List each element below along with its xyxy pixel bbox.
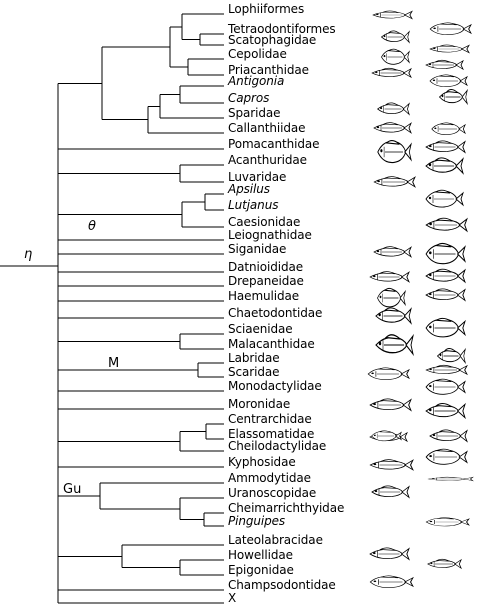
fish-silhouette-icon — [424, 517, 470, 527]
taxon-label: Drepaneidae — [228, 275, 304, 287]
taxon-label: Lutjanus — [228, 199, 278, 211]
fish-silhouette-icon — [424, 266, 466, 286]
taxon-label: Cepolidae — [228, 48, 287, 60]
taxon-label: Cheimarrichthyidae — [228, 502, 344, 514]
fish-silhouette-icon — [428, 22, 472, 36]
taxon-label: Malacanthidae — [228, 338, 315, 350]
taxon-label: Cheilodactylidae — [228, 440, 326, 452]
taxon-label: Ammodytidae — [228, 472, 311, 484]
taxon-label: Scaridae — [228, 366, 279, 378]
fish-silhouette-icon — [371, 9, 413, 21]
fish-silhouette-icon — [424, 286, 466, 304]
taxon-label: Callanthiidae — [228, 122, 305, 134]
fish-silhouette-icon — [370, 66, 412, 80]
taxon-label: Siganidae — [228, 243, 286, 255]
tree-branches — [0, 14, 224, 603]
fish-silhouette-icon — [370, 430, 402, 442]
fish-silhouette-icon — [368, 269, 410, 285]
fish-silhouette-icon — [380, 28, 410, 46]
taxon-label: Pomacanthidae — [228, 138, 319, 150]
taxon-label: Apsilus — [228, 183, 270, 195]
fish-silhouette-icon — [380, 48, 410, 66]
fish-silhouette-icon — [428, 427, 468, 445]
taxon-label: Sparidae — [228, 107, 280, 119]
fish-silhouette-icon — [368, 575, 414, 589]
node-label-gu: Gu — [63, 483, 81, 496]
fish-silhouette-icon — [430, 122, 466, 136]
fish-silhouette-icon — [424, 242, 466, 266]
fish-silhouette-icon — [426, 476, 474, 482]
fish-silhouette-icon — [370, 483, 410, 501]
fish-silhouette-icon — [368, 545, 410, 563]
fish-silhouette-icon — [372, 174, 416, 190]
fish-silhouette-icon — [376, 139, 412, 165]
fish-silhouette-icon — [426, 557, 462, 571]
fish-silhouette-icon — [368, 457, 414, 473]
fish-silhouette-icon — [372, 244, 412, 260]
taxon-label: Howellidae — [228, 549, 293, 561]
fish-silhouette-icon — [366, 367, 410, 381]
fish-silhouette-icon — [424, 189, 464, 209]
fish-silhouette-icon — [438, 86, 468, 108]
taxon-label: Scatophagidae — [228, 34, 316, 46]
fish-silhouette-icon — [424, 378, 466, 396]
taxon-label: Sciaenidae — [228, 323, 293, 335]
taxon-label: Centrarchidae — [228, 413, 312, 425]
taxon-label: Lophiiformes — [228, 3, 304, 15]
taxon-label: Epigonidae — [228, 564, 294, 576]
taxon-label: Lateolabracidae — [228, 534, 323, 546]
node-label-m: M — [108, 357, 119, 370]
fish-silhouette-icon — [428, 43, 470, 55]
fish-silhouette-icon — [424, 363, 468, 377]
taxon-label: X — [228, 592, 236, 604]
taxon-label: Antigonia — [228, 75, 284, 87]
fish-silhouette-icon — [424, 400, 466, 422]
node-label-theta: θ — [88, 220, 96, 233]
taxon-label: Caesionidae — [228, 216, 300, 228]
taxon-label: Labridae — [228, 352, 279, 364]
node-label-eta: η — [24, 248, 32, 261]
taxon-label: Moronidae — [228, 398, 290, 410]
fish-silhouette-icon — [376, 100, 410, 118]
fish-silhouette-icon — [424, 154, 464, 178]
taxon-label: Datnioididae — [228, 261, 303, 273]
taxon-label: Monodactylidae — [228, 380, 322, 392]
taxon-label: Capros — [228, 92, 269, 104]
fish-silhouette-icon — [424, 58, 464, 72]
taxon-label: Champsodontidae — [228, 579, 336, 591]
fish-silhouette-icon — [374, 304, 412, 328]
taxon-label: Kyphosidae — [228, 456, 296, 468]
taxon-label: Chaetodontidae — [228, 307, 322, 319]
taxon-label: Acanthuridae — [228, 154, 307, 166]
fish-silhouette-icon — [368, 396, 412, 414]
taxon-label: Uranoscopidae — [228, 487, 316, 499]
fish-silhouette-icon — [424, 317, 466, 339]
fish-silhouette-icon — [424, 215, 468, 235]
taxon-label: Leiognathidae — [228, 229, 312, 241]
fish-silhouette-icon — [424, 448, 468, 466]
taxon-label: Haemulidae — [228, 290, 299, 302]
fish-silhouette-icon — [372, 120, 412, 136]
taxon-label: Pinguipes — [228, 515, 285, 527]
fish-silhouette-icon — [374, 330, 414, 360]
